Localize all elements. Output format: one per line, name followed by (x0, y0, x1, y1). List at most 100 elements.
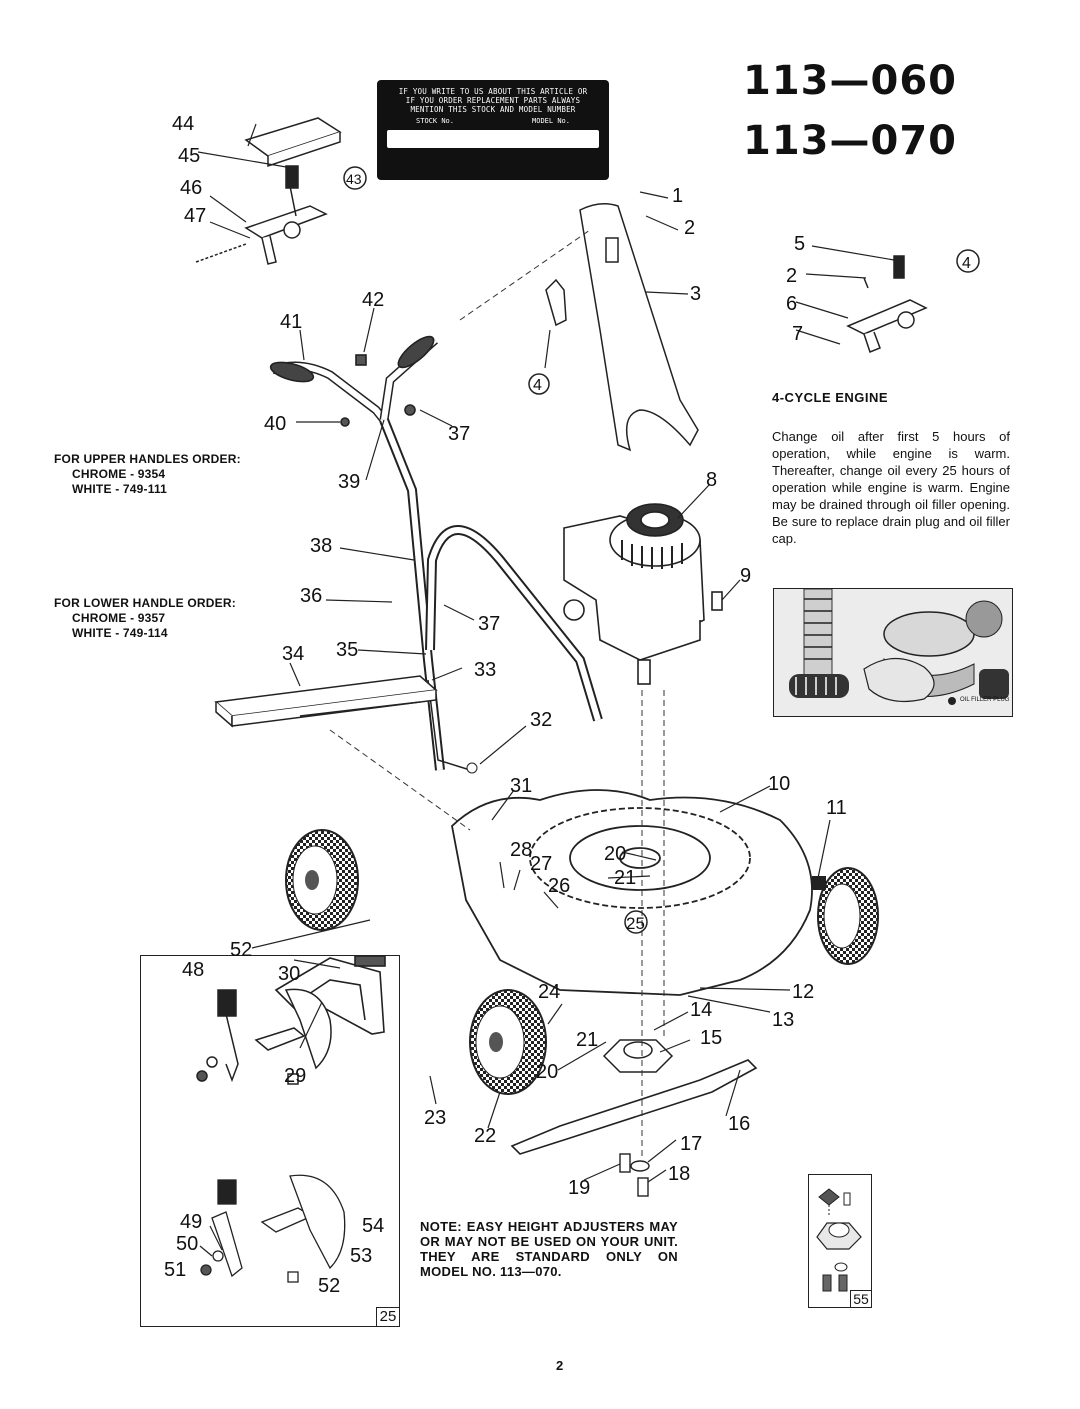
label-36: 36 (300, 585, 322, 607)
throttle-assembly-left (195, 117, 342, 265)
model-plate: IF YOU WRITE TO US ABOUT THIS ARTICLE OR… (377, 80, 609, 180)
plate-blank-field (387, 130, 599, 148)
label-39: 39 (338, 471, 360, 493)
label-27: 27 (530, 853, 552, 875)
leader-lines (197, 123, 895, 1257)
label-42: 42 (362, 289, 384, 311)
upper-handle-title: FOR UPPER HANDLES ORDER: (54, 452, 241, 466)
label-49: 49 (180, 1211, 202, 1233)
label-2: 2 (684, 217, 695, 239)
upper-handle-note: FOR UPPER HANDLES ORDER: CHROME - 9354 W… (54, 452, 241, 497)
label-9: 9 (740, 565, 751, 587)
label-16: 16 (728, 1113, 750, 1135)
throttle-bracket-46 (244, 205, 328, 239)
upper-handle (269, 335, 438, 427)
rear-wheel-right (812, 867, 879, 965)
label-19: 19 (568, 1177, 590, 1199)
inset-small-parts (200, 1174, 346, 1283)
label-20a: 20 (604, 843, 626, 865)
rear-wheel-left (285, 829, 359, 931)
plate-line-2: IF YOU ORDER REPLACEMENT PARTS ALWAYS (405, 96, 581, 105)
label-20b: 20 (536, 1061, 558, 1083)
label-12: 12 (792, 981, 814, 1003)
label-25: 25 (626, 914, 645, 933)
lower-handle-title: FOR LOWER HANDLE ORDER: (54, 596, 236, 610)
circle-marker-43 (343, 166, 367, 190)
plate-line-1: IF YOU WRITE TO US ABOUT THIS ARTICLE OR (398, 87, 588, 96)
front-wheel-22 (469, 989, 547, 1095)
chute-3 (545, 203, 699, 452)
label-28: 28 (510, 839, 532, 861)
lower-handle-white: WHITE - 749-114 (72, 626, 168, 640)
label-30: 30 (278, 963, 300, 985)
plate-model-label: MODEL No. (532, 117, 570, 125)
label-21a: 21 (614, 867, 636, 889)
label-51: 51 (164, 1259, 186, 1281)
label-r2: 2 (786, 265, 797, 287)
label-37b: 37 (478, 613, 500, 635)
model-number-1: 113—060 (743, 58, 957, 104)
label-24: 24 (538, 981, 560, 1003)
circled-markers (343, 166, 980, 934)
label-15: 15 (700, 1027, 722, 1049)
part-number-labels: 1 2 3 4 8 9 10 11 12 13 14 15 16 17 18 1… (164, 113, 971, 1297)
label-34: 34 (282, 643, 304, 665)
label-18: 18 (668, 1163, 690, 1185)
lower-handle-chrome: CHROME - 9357 (72, 611, 166, 625)
label-37a: 37 (448, 423, 470, 445)
label-3: 3 (690, 283, 701, 305)
page-number: 2 (556, 1358, 564, 1373)
label-4: 4 (533, 377, 542, 394)
label-38: 38 (310, 535, 332, 557)
label-53: 53 (350, 1245, 372, 1267)
label-50: 50 (176, 1233, 198, 1255)
oil-filler-photo-drawing: OIL FILLER PLUG (774, 589, 1012, 716)
label-33: 33 (474, 659, 496, 681)
label-21b: 21 (576, 1029, 598, 1051)
label-17: 17 (680, 1133, 702, 1155)
circle-marker-4 (528, 373, 550, 395)
plate-stock-label: STOCK No. (416, 117, 454, 125)
inset-badge-25: 25 (376, 1307, 400, 1327)
label-r5: 5 (794, 233, 805, 255)
label-r6: 6 (786, 293, 797, 315)
label-41: 41 (280, 311, 302, 333)
label-29: 29 (284, 1065, 306, 1087)
oil-filler-label: OIL FILLER PLUG (960, 697, 1010, 703)
lower-handle (379, 418, 603, 774)
label-54: 54 (362, 1215, 384, 1237)
label-14: 14 (690, 999, 712, 1021)
mower-deck-10 (451, 789, 813, 996)
assembly-dashed-lines (329, 229, 665, 1160)
plate-line-3: MENTION THIS STOCK AND MODEL NUMBER (410, 105, 576, 114)
label-32: 32 (530, 709, 552, 731)
engine-instructions: Change oil after first 5 hours of operat… (772, 429, 1010, 546)
blade-16 (510, 1059, 758, 1155)
lower-handle-note: FOR LOWER HANDLE ORDER: CHROME - 9357 WH… (54, 596, 236, 641)
label-22: 22 (474, 1125, 496, 1147)
label-40: 40 (264, 413, 286, 435)
model-number-2: 113—070 (743, 118, 957, 164)
label-48: 48 (182, 959, 204, 981)
engine-title: 4-CYCLE ENGINE (772, 390, 889, 405)
height-adjuster-inset: 25 (140, 955, 400, 1327)
label-52: 52 (230, 939, 252, 961)
label-26: 26 (548, 875, 570, 897)
upper-handle-white: WHITE - 749-111 (72, 482, 168, 496)
label-13: 13 (772, 1009, 794, 1031)
blade-adapter-inset: 55 (808, 1174, 872, 1308)
blade-bolts (619, 1153, 650, 1197)
label-45: 45 (178, 145, 200, 167)
oil-filler-photo: OIL FILLER PLUG (773, 588, 1013, 717)
inset-badge-55: 55 (850, 1290, 872, 1308)
height-adjuster-drawing (196, 988, 332, 1085)
height-adjuster-note: NOTE: EASY HEIGHT ADJUSTERS MAY OR MAY N… (420, 1219, 678, 1279)
grass-deflector-34 (214, 675, 438, 728)
circle-marker-4-right (956, 249, 980, 273)
label-31: 31 (510, 775, 532, 797)
label-47: 47 (184, 205, 206, 227)
blade-adapter-drawing (816, 1188, 862, 1292)
label-10: 10 (768, 773, 790, 795)
label-46: 46 (180, 177, 202, 199)
